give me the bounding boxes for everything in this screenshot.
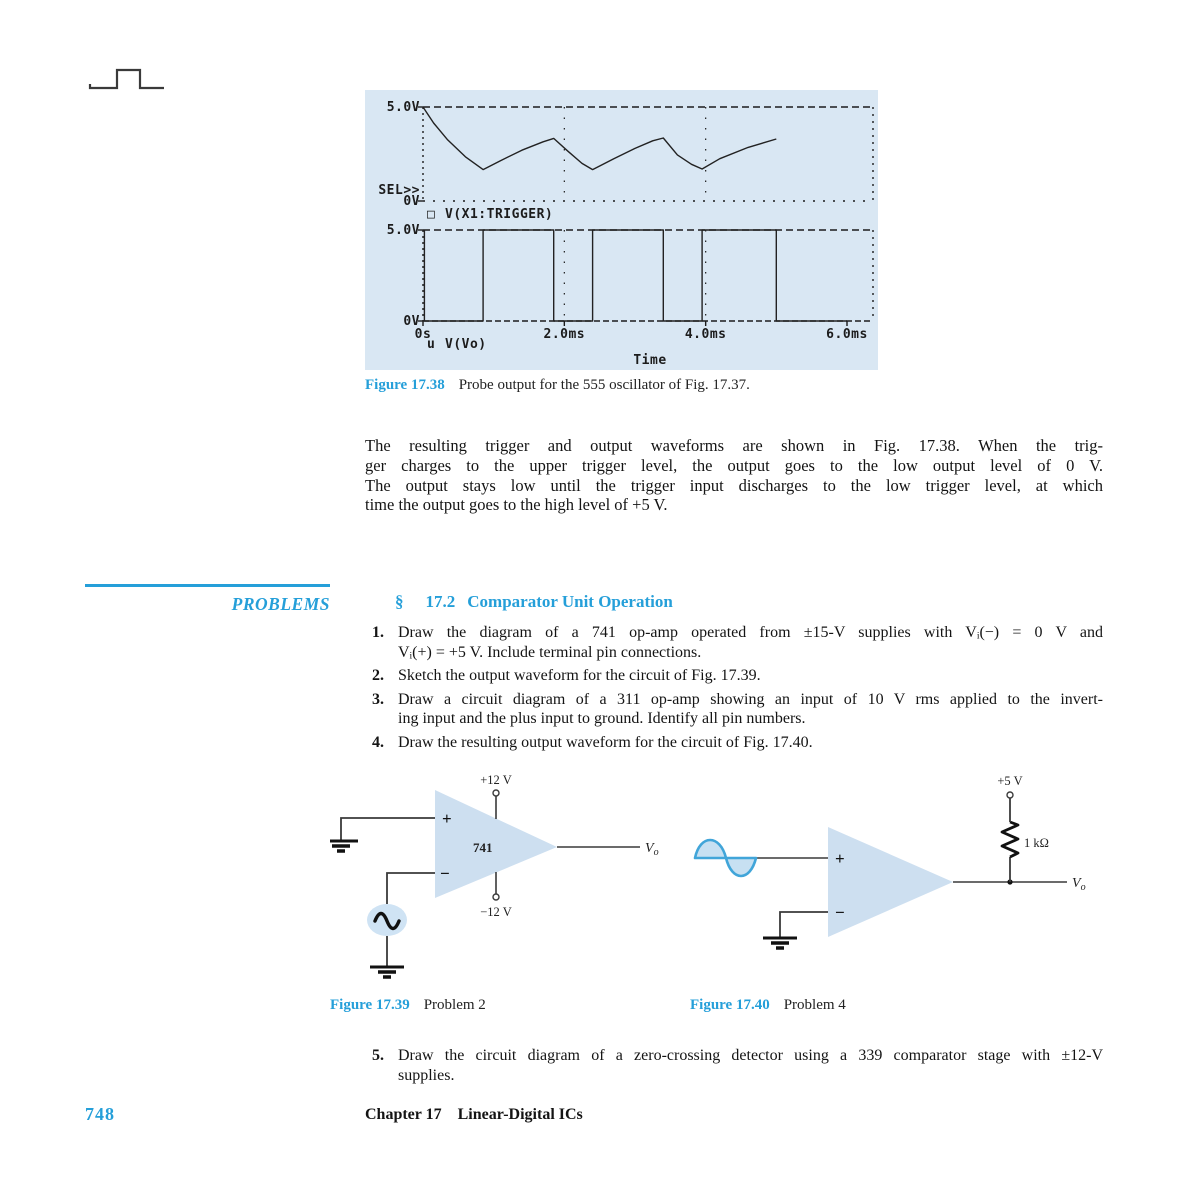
paragraph-line: ger charges to the upper trigger level, … xyxy=(365,455,1103,475)
problem-item-2: 2. Sketch the output waveform for the ci… xyxy=(365,666,1103,686)
figure-17-38-caption-text: Probe output for the 555 oscillator of F… xyxy=(458,377,750,393)
problem-number: 5. xyxy=(372,1047,384,1064)
problem-line: Draw the resulting output waveform for t… xyxy=(398,733,813,751)
problem-line: Sketch the output waveform for the circu… xyxy=(398,667,761,685)
opamp-triangle xyxy=(828,827,953,937)
paragraph-line: The output stays low until the trigger i… xyxy=(365,475,1103,495)
figure-17-38-caption: Figure 17.38 Probe output for the 555 osc… xyxy=(365,377,750,394)
problems-heading: PROBLEMS xyxy=(231,594,330,614)
legend-label: V(X1:TRIGGER) xyxy=(445,207,553,222)
x-tick-label: 4.0ms xyxy=(685,327,727,342)
supply-plus5-label: +5 V xyxy=(997,774,1022,788)
problem-number: 2. xyxy=(372,667,384,685)
figure-17-40-caption: Figure 17.40 Problem 4 xyxy=(690,997,846,1014)
problem-number: 1. xyxy=(372,624,384,641)
sel-marker-label: SEL>> xyxy=(378,183,420,198)
resistor-icon xyxy=(1000,820,1020,859)
figure-17-39-caption-text: Problem 2 xyxy=(423,997,486,1013)
problem-number: 3. xyxy=(372,690,384,708)
x-axis-title: Time xyxy=(633,353,666,368)
supply-terminal xyxy=(492,893,500,901)
problem-line: supplies. xyxy=(398,1066,455,1084)
section-number: 17.2 xyxy=(425,592,456,611)
trigger-waveform xyxy=(422,106,777,171)
figure-17-39-caption: Figure 17.39 Problem 2 xyxy=(330,997,486,1014)
pulse-waveform-icon xyxy=(88,68,164,90)
opamp-741-label: 741 xyxy=(473,840,493,855)
problem-line: Vᵢ(+) = +5 V. Include terminal pin conne… xyxy=(398,643,702,661)
legend-label: V(Vo) xyxy=(445,337,487,352)
ground-icon xyxy=(330,839,358,853)
figure-17-39-circuit: +12 V −12 V + − 741 Vo xyxy=(330,773,659,979)
footer-title: Linear-Digital ICs xyxy=(457,1106,583,1123)
supply-minus12-label: −12 V xyxy=(480,905,511,919)
sine-input-icon xyxy=(693,838,758,878)
problem-line: Draw a circuit diagram of a 311 op-amp s… xyxy=(398,690,1103,708)
opamp-triangle xyxy=(435,790,557,898)
y-axis-label-top: 5.0V xyxy=(387,100,420,115)
output-vo-label: Vo xyxy=(645,841,659,858)
supply-terminal xyxy=(492,789,500,797)
output-vo-label: Vo xyxy=(1072,876,1086,893)
page-number: 748 xyxy=(85,1104,115,1124)
figure-17-38-label: Figure 17.38 xyxy=(365,377,445,393)
problem-line: Draw the diagram of a 741 op-amp operate… xyxy=(398,624,1103,641)
figure-17-40-label: Figure 17.40 xyxy=(690,997,770,1013)
problem-number: 4. xyxy=(372,733,384,751)
footer-chapter: Chapter 17 xyxy=(365,1106,442,1123)
problem-item-4: 4. Draw the resulting output waveform fo… xyxy=(365,733,1103,753)
problems-list: 1. Draw the diagram of a 741 op-amp oper… xyxy=(365,623,1103,757)
resistor-value-label: 1 kΩ xyxy=(1024,836,1049,850)
problems-rule xyxy=(85,584,330,587)
minus-input-label: − xyxy=(440,864,450,883)
section-heading: § 17.2 Comparator Unit Operation xyxy=(395,592,673,612)
paragraph-line: The resulting trigger and output wavefor… xyxy=(365,436,1103,455)
ground-icon xyxy=(370,965,404,979)
x-tick-label: 6.0ms xyxy=(826,327,868,342)
problem-item-5: 5. Draw the circuit diagram of a zero-cr… xyxy=(365,1046,1103,1089)
legend-marker: □ xyxy=(427,207,435,222)
supply-plus12-label: +12 V xyxy=(480,773,511,787)
y-axis-label-top: 5.0V xyxy=(387,223,420,238)
section-mark: § xyxy=(395,592,404,611)
section-title: Comparator Unit Operation xyxy=(467,592,673,611)
y-axis-label-bottom: 0V xyxy=(403,314,420,329)
plus-input-label: + xyxy=(442,809,452,828)
y-axis-label-bottom: 0V xyxy=(403,194,420,209)
supply-terminal xyxy=(1006,791,1014,799)
problem-item-1: 1. Draw the diagram of a 741 op-amp oper… xyxy=(365,623,1103,662)
plus-input-label: + xyxy=(835,849,845,868)
x-tick-label: 0s xyxy=(415,327,432,342)
output-waveform xyxy=(423,229,847,322)
ground-icon xyxy=(763,936,797,950)
running-footer: Chapter 17 Linear-Digital ICs xyxy=(365,1106,599,1124)
legend-marker: u xyxy=(427,337,435,352)
x-tick-label: 2.0ms xyxy=(544,327,586,342)
paragraph-line: time the output goes to the high level o… xyxy=(365,495,668,515)
problem-line: Draw the circuit diagram of a zero-cross… xyxy=(398,1047,1103,1064)
figure-17-39-label: Figure 17.39 xyxy=(330,997,410,1013)
problem-line: ing input and the plus input to ground. … xyxy=(398,710,806,728)
problem-item-3: 3. Draw a circuit diagram of a 311 op-am… xyxy=(365,690,1103,729)
sine-glyph xyxy=(373,911,401,931)
figure-17-40-caption-text: Problem 4 xyxy=(783,997,846,1013)
minus-input-label: − xyxy=(835,903,845,922)
body-paragraph: The resulting trigger and output wavefor… xyxy=(365,436,1103,515)
figure-17-40-circuit: + − +5 V 1 kΩ Vo xyxy=(693,774,1086,950)
